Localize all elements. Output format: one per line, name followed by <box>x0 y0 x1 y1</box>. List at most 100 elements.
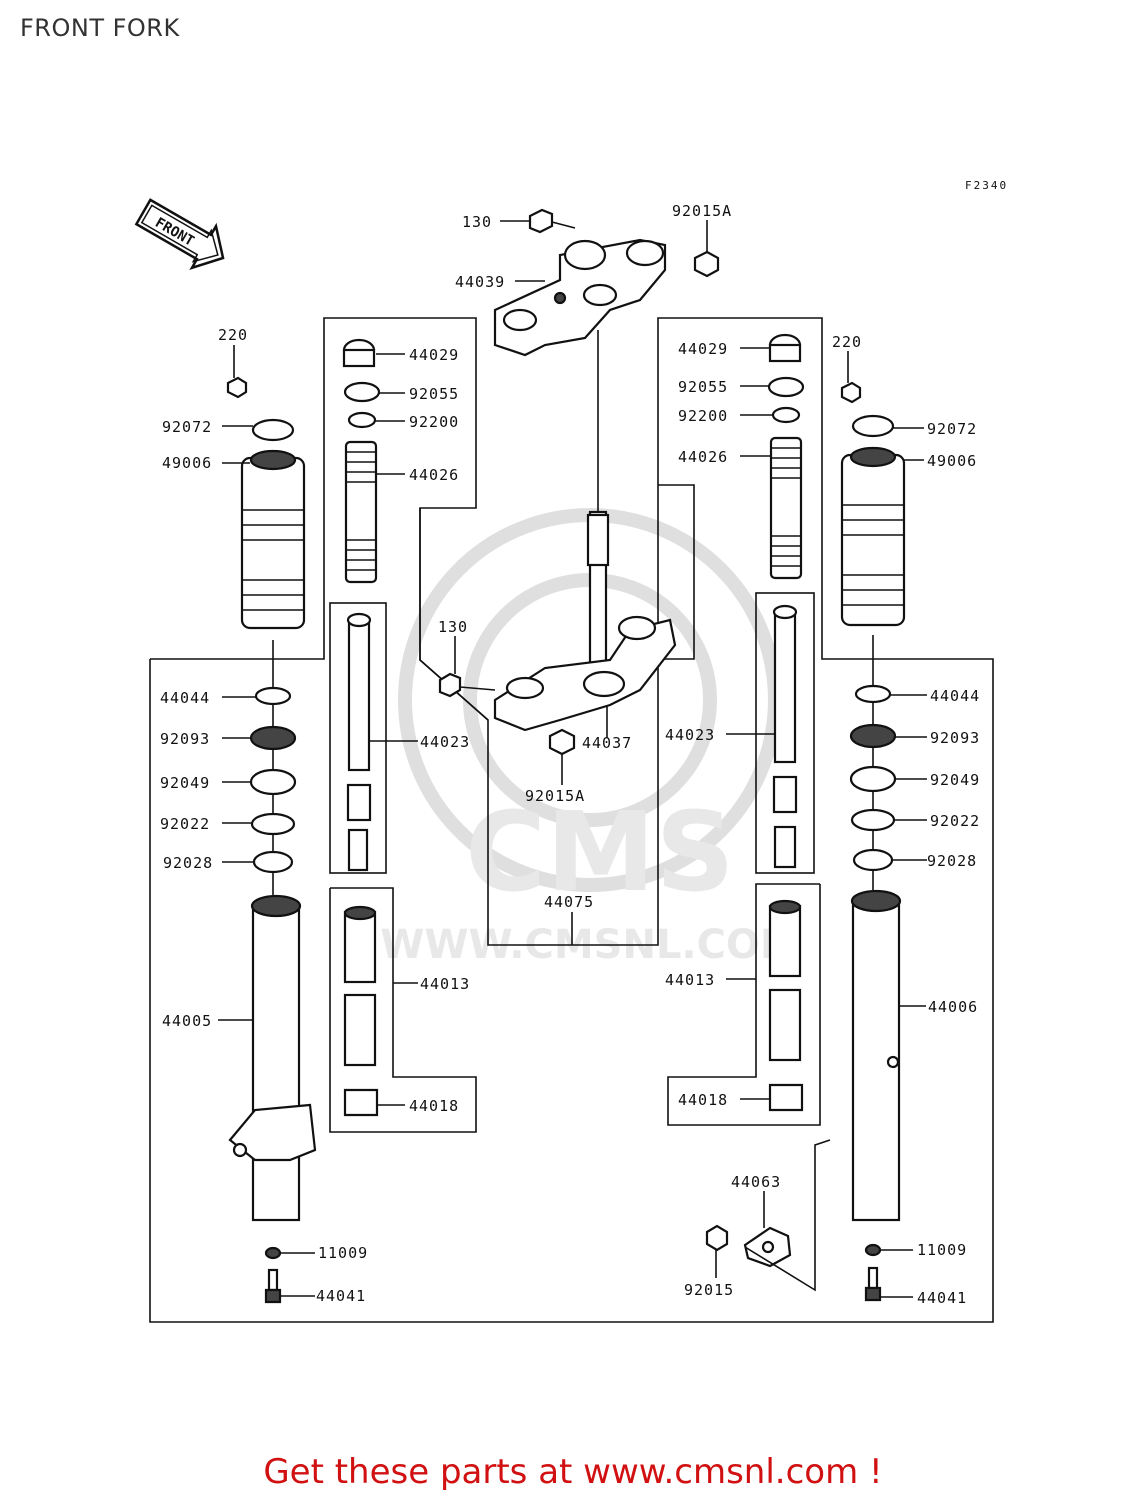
box-44023-right <box>755 592 815 874</box>
o-ring-92055-right <box>767 376 805 398</box>
right-box-line <box>650 484 695 660</box>
label-44023-right: 44023 <box>665 726 715 744</box>
bushing-92028-left <box>252 850 294 874</box>
watermark-brand: CMS <box>465 788 734 916</box>
washer-92200-left <box>347 411 377 429</box>
circlip-44044-right <box>854 684 892 704</box>
center-box-line <box>419 508 489 721</box>
washer-92200-right <box>771 406 801 424</box>
nut-92015 <box>705 1224 729 1252</box>
bolt-130-mid <box>438 672 496 698</box>
label-130-mid: 130 <box>438 618 468 636</box>
label-92015A-mid: 92015A <box>525 787 585 805</box>
washer-11009-left <box>264 1246 282 1260</box>
label-44018-right: 44018 <box>678 1091 728 1109</box>
label-44006: 44006 <box>928 998 978 1016</box>
label-44026-right: 44026 <box>678 448 728 466</box>
bushing-92028-right <box>852 848 894 872</box>
label-92072-left: 92072 <box>162 418 212 436</box>
label-44041-left: 44041 <box>316 1287 366 1305</box>
label-220-right: 220 <box>832 333 862 351</box>
label-130-top: 130 <box>462 213 492 231</box>
label-92200-left: 92200 <box>409 413 459 431</box>
leader-lines <box>218 220 927 1298</box>
label-92055-right: 92055 <box>678 378 728 396</box>
lower-bracket <box>493 615 677 732</box>
spring-44026-right <box>769 436 803 580</box>
label-92049-right: 92049 <box>930 771 980 789</box>
page-title: FRONT FORK <box>20 14 180 42</box>
label-92200-right: 92200 <box>678 407 728 425</box>
clamp-92072-right <box>840 381 895 438</box>
bolt-44041-left <box>264 1268 282 1304</box>
label-44037: 44037 <box>582 734 632 752</box>
label-11009-right: 11009 <box>917 1241 967 1259</box>
label-92022-right: 92022 <box>930 812 980 830</box>
collar-44018-right <box>768 1083 804 1112</box>
label-92015: 92015 <box>684 1281 734 1299</box>
label-92055-left: 92055 <box>409 385 459 403</box>
bushing-92022-left <box>250 812 296 836</box>
front-arrow-icon: FRONT <box>134 198 225 270</box>
outer-tube-44005 <box>228 894 317 1222</box>
dust-boot-49006-left <box>240 449 306 630</box>
label-44029-right: 44029 <box>678 340 728 358</box>
holder-44063 <box>743 1226 792 1268</box>
label-44013-left: 44013 <box>420 975 470 993</box>
spring-44026-left <box>344 440 378 584</box>
label-44063: 44063 <box>731 1173 781 1191</box>
holder-leader <box>744 1139 831 1292</box>
part-labels: 130 92015A 44039 220 92072 49006 44029 9… <box>160 202 980 1307</box>
oil-seal-92093-left <box>249 725 297 751</box>
nut-92015A-top <box>693 250 720 278</box>
label-220-left: 220 <box>218 326 248 344</box>
clamp-92072-left <box>226 376 295 442</box>
label-44005: 44005 <box>162 1012 212 1030</box>
label-92028-right: 92028 <box>927 852 977 870</box>
bolt-130-top <box>528 208 576 234</box>
label-44029-left: 44029 <box>409 346 459 364</box>
label-92072-right: 92072 <box>927 420 977 438</box>
bolt-44041-right <box>864 1266 882 1302</box>
washer-92049-right <box>849 765 897 793</box>
cap-bolt-44029-left <box>342 338 376 368</box>
o-ring-92055-left <box>343 381 381 403</box>
circlip-44044-left <box>254 686 292 706</box>
label-44044-left: 44044 <box>160 689 210 707</box>
washer-92049-left <box>249 768 297 796</box>
steering-stem <box>586 330 610 684</box>
damper-rod-44023-left <box>346 612 372 872</box>
box-44013-left <box>329 887 477 1133</box>
cylinder-44013-right <box>768 899 802 1062</box>
upper-bracket <box>493 238 667 357</box>
label-92028-left: 92028 <box>163 854 213 872</box>
label-44013-right: 44013 <box>665 971 715 989</box>
label-49006-right: 49006 <box>927 452 977 470</box>
label-44075: 44075 <box>544 893 594 911</box>
box-44023-left <box>329 602 387 874</box>
diagram-code: F2340 <box>965 179 1008 192</box>
collar-44018-left <box>343 1088 379 1117</box>
label-44023-left: 44023 <box>420 733 470 751</box>
cta-link[interactable]: Get these parts at www.cmsnl.com ! <box>263 1452 883 1492</box>
outer-tube-44006 <box>850 889 902 1222</box>
outer-frame <box>149 317 994 1323</box>
label-92015A-top: 92015A <box>672 202 732 220</box>
label-11009-left: 11009 <box>318 1244 368 1262</box>
label-44044-right: 44044 <box>930 687 980 705</box>
label-92022-left: 92022 <box>160 815 210 833</box>
damper-rod-44023-right <box>772 604 798 869</box>
washer-11009-right <box>864 1243 882 1257</box>
dust-boot-49006-right <box>840 446 906 627</box>
oil-seal-92093-right <box>849 723 897 749</box>
bushing-92022-right <box>850 808 896 832</box>
cylinder-44013-left <box>343 905 377 1067</box>
label-92049-left: 92049 <box>160 774 210 792</box>
label-44026-left: 44026 <box>409 466 459 484</box>
label-92093-right: 92093 <box>930 729 980 747</box>
nut-92015A-mid <box>548 728 576 756</box>
label-44018-left: 44018 <box>409 1097 459 1115</box>
label-49006-left: 49006 <box>162 454 212 472</box>
box-44013-right <box>667 883 821 1126</box>
label-44039: 44039 <box>455 273 505 291</box>
